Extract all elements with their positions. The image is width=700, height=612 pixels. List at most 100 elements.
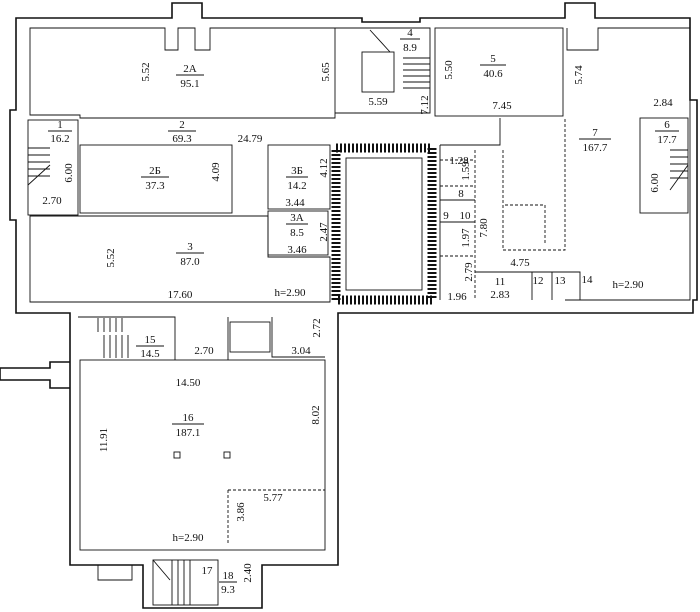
dim: 1.96 bbox=[447, 291, 467, 303]
outer-wall-upper bbox=[9, 2, 698, 609]
svg-text:2.83: 2.83 bbox=[490, 289, 510, 301]
dim: 6.00 bbox=[63, 163, 75, 183]
dim: 14.50 bbox=[176, 377, 201, 389]
dim: 5.59 bbox=[368, 96, 388, 108]
atrium-inner bbox=[345, 157, 423, 291]
room-label-14: 14 bbox=[582, 274, 594, 286]
dim: 3.86 bbox=[235, 502, 247, 522]
dim: 5.50 bbox=[443, 60, 455, 80]
svg-text:8.5: 8.5 bbox=[290, 227, 304, 239]
room-1-outline bbox=[27, 119, 79, 216]
column bbox=[173, 451, 181, 459]
room-3-outline bbox=[29, 215, 331, 303]
dimension-labels: 5.52 5.65 24.79 6.00 2.70 4.09 4.12 3.44… bbox=[42, 60, 673, 583]
dim: h=2.90 bbox=[173, 532, 204, 544]
partitions bbox=[439, 118, 581, 300]
atrium-hatched bbox=[331, 143, 437, 305]
room-2a-outline bbox=[29, 27, 336, 119]
room-16-outline bbox=[79, 359, 326, 551]
dim: 2.70 bbox=[42, 195, 62, 207]
svg-text:3Б: 3Б bbox=[291, 165, 303, 177]
pit-bottom bbox=[97, 565, 133, 581]
dim: 24.79 bbox=[238, 133, 263, 145]
svg-text:15: 15 bbox=[145, 334, 157, 346]
svg-text:9.3: 9.3 bbox=[221, 584, 235, 596]
room-label-5: 540.6 bbox=[480, 53, 506, 80]
svg-text:2: 2 bbox=[179, 119, 185, 131]
room-label-18: 189.3 bbox=[219, 570, 237, 596]
stairs-4-icon bbox=[369, 29, 430, 89]
svg-text:5: 5 bbox=[490, 53, 496, 65]
svg-text:6: 6 bbox=[664, 119, 670, 131]
room-label-3: 387.0 bbox=[176, 241, 204, 268]
room-7-outline bbox=[565, 27, 691, 301]
dim: 6.00 bbox=[649, 173, 661, 193]
room-label-6: 617.7 bbox=[655, 119, 679, 146]
stairs-6-icon bbox=[669, 149, 689, 191]
svg-text:1: 1 bbox=[57, 119, 63, 131]
room-4-outline bbox=[335, 27, 431, 114]
svg-text:17.7: 17.7 bbox=[657, 134, 677, 146]
room-label-13: 13 bbox=[555, 275, 567, 287]
dim: 5.77 bbox=[263, 492, 283, 504]
room-label-8: 8 bbox=[458, 188, 464, 200]
entrance-left bbox=[0, 361, 70, 389]
svg-text:7: 7 bbox=[592, 127, 598, 139]
stairs-18-outline bbox=[152, 559, 219, 606]
dim: 1.28 bbox=[449, 155, 469, 167]
dim: 3.04 bbox=[291, 345, 311, 357]
room-label-9: 9 bbox=[443, 210, 449, 222]
dim: 7.45 bbox=[492, 100, 512, 112]
room-label-15: 15 14.5 bbox=[136, 334, 164, 360]
svg-text:16.2: 16.2 bbox=[50, 133, 69, 145]
stairs-1-icon bbox=[27, 147, 51, 186]
room-label-2: 269.3 bbox=[168, 119, 196, 145]
svg-text:14.5: 14.5 bbox=[140, 348, 160, 360]
dim: 7.80 bbox=[478, 218, 490, 238]
room-15-outline bbox=[78, 316, 325, 360]
svg-text:18: 18 bbox=[223, 570, 235, 582]
room-label-7: 7 167.7 bbox=[579, 127, 611, 154]
dim: 2.79 bbox=[463, 262, 475, 282]
room-3b-outline bbox=[267, 144, 331, 210]
dim: 2.47 bbox=[318, 222, 330, 242]
room-label-12: 12 bbox=[533, 275, 544, 287]
dim: 2.40 bbox=[242, 563, 254, 583]
room-2b-outline bbox=[79, 144, 233, 214]
dim: 17.60 bbox=[168, 289, 193, 301]
stairs-18-icon bbox=[152, 559, 191, 605]
dim: h=2.90 bbox=[275, 287, 306, 299]
room-16-partition bbox=[227, 489, 325, 545]
room-label-1: 116.2 bbox=[48, 119, 72, 145]
svg-text:69.3: 69.3 bbox=[172, 133, 192, 145]
column bbox=[223, 451, 231, 459]
dim: 2.70 bbox=[194, 345, 214, 357]
dim: 1.59 bbox=[460, 161, 472, 181]
dim: 5.52 bbox=[140, 62, 152, 81]
svg-text:87.0: 87.0 bbox=[180, 256, 200, 268]
dim: 2.72 bbox=[311, 318, 323, 337]
dim: 3.44 bbox=[285, 197, 305, 209]
room-label-3b: 3Б 14.2 bbox=[286, 165, 308, 192]
elevator-shaft bbox=[361, 51, 395, 93]
stairs-15-icon bbox=[97, 318, 129, 358]
dim: 4.09 bbox=[210, 162, 222, 182]
svg-text:14.2: 14.2 bbox=[287, 180, 306, 192]
svg-text:167.7: 167.7 bbox=[583, 142, 608, 154]
dim: 5.65 bbox=[320, 62, 332, 82]
dim: h=2.90 bbox=[613, 279, 644, 291]
dim: 3.46 bbox=[287, 244, 307, 256]
svg-text:4: 4 bbox=[407, 27, 413, 39]
dim: 11.91 bbox=[98, 428, 110, 452]
dim: 8.02 bbox=[310, 405, 322, 424]
room-label-17: 17 bbox=[202, 565, 214, 577]
room-5-outline bbox=[434, 27, 564, 117]
dim: 4.12 bbox=[318, 158, 330, 177]
svg-text:8.9: 8.9 bbox=[403, 42, 417, 54]
dim: 7.12 bbox=[419, 95, 431, 114]
room-6-outline bbox=[639, 117, 689, 214]
